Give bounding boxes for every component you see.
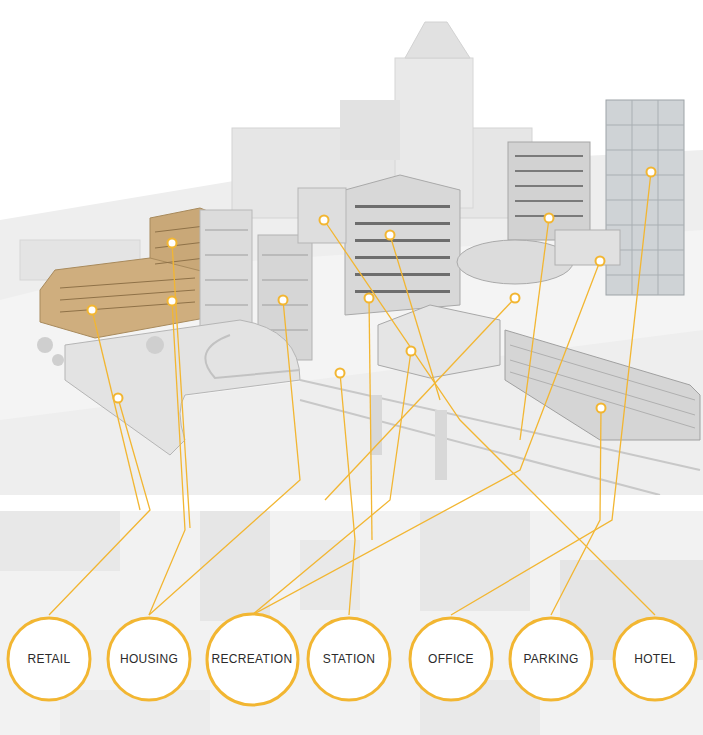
rail-tracks xyxy=(300,380,700,495)
category-circle: RECREATION xyxy=(205,612,300,707)
leader-line xyxy=(92,310,140,510)
windows xyxy=(515,155,583,217)
category-label: RETAIL xyxy=(28,652,71,666)
leader-line xyxy=(172,243,190,528)
leader-dots xyxy=(88,168,656,413)
category-circle: PARKING xyxy=(508,616,594,702)
leader-line xyxy=(369,298,372,540)
windows xyxy=(205,230,308,330)
windows xyxy=(60,226,205,312)
model-photo xyxy=(0,0,703,495)
circle-shape xyxy=(207,614,298,705)
category-circle: RETAIL xyxy=(6,616,92,702)
block xyxy=(555,230,620,265)
circle-shape xyxy=(510,618,592,700)
curtain-wall xyxy=(606,100,684,295)
category-circle: HOUSING xyxy=(106,616,192,702)
circle-shape xyxy=(410,618,492,700)
faded-shape xyxy=(420,511,530,611)
leader-line xyxy=(551,408,601,615)
circle-shape xyxy=(8,618,90,700)
mixed-use-building xyxy=(345,175,460,315)
leader-line xyxy=(324,220,655,615)
leader-line xyxy=(149,301,185,615)
faded-ground xyxy=(0,511,703,735)
leader-line xyxy=(149,300,300,615)
category-label: PARKING xyxy=(523,652,578,666)
leader-line xyxy=(520,218,549,440)
model-base xyxy=(0,150,703,495)
category-circle: OFFICE xyxy=(408,616,494,702)
circle-shape xyxy=(308,618,390,700)
category-circle: HOTEL xyxy=(612,616,698,702)
leader-line xyxy=(325,298,515,500)
curve xyxy=(205,335,300,378)
circle-shape xyxy=(614,618,696,700)
leader-line xyxy=(451,172,651,615)
category-label: STATION xyxy=(323,652,375,666)
hotel-block xyxy=(40,258,205,338)
block xyxy=(298,188,346,243)
spire xyxy=(405,22,470,58)
station-building xyxy=(378,305,500,378)
category-label: HOTEL xyxy=(634,652,676,666)
category-label: HOUSING xyxy=(120,652,178,666)
category-label: RECREATION xyxy=(212,652,293,666)
platform xyxy=(435,410,447,480)
hotel-building xyxy=(508,142,590,240)
retail-podium xyxy=(65,320,300,455)
parking-structure xyxy=(505,330,700,440)
category-circle: STATION xyxy=(306,616,392,702)
photo-ground xyxy=(0,0,703,495)
leader-line xyxy=(252,351,411,615)
faded-shape xyxy=(200,511,270,621)
leader-line xyxy=(390,235,440,400)
leader-line xyxy=(49,398,150,615)
block xyxy=(340,100,400,160)
faded-shape xyxy=(0,511,120,571)
circle-shape xyxy=(108,618,190,700)
leader-line xyxy=(252,261,600,615)
trees xyxy=(37,336,164,366)
leader-lines xyxy=(49,172,655,615)
faded-plan xyxy=(0,511,703,735)
parking-decks xyxy=(510,345,695,428)
leader-line xyxy=(340,373,355,615)
office-tower xyxy=(606,100,684,295)
category-label: OFFICE xyxy=(428,652,474,666)
windows xyxy=(355,205,450,293)
